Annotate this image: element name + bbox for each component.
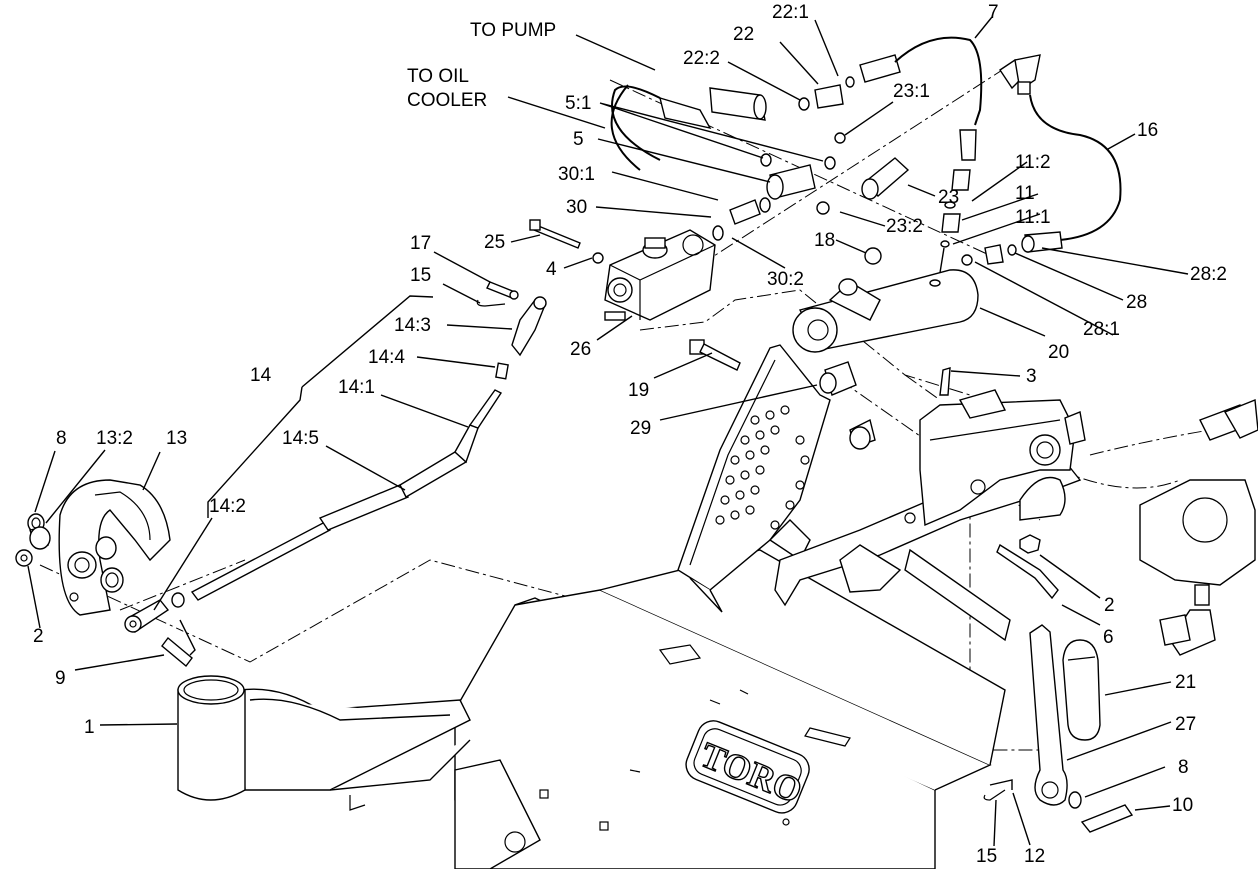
tractor-frame: TORO bbox=[454, 549, 1006, 869]
label-30-1: 30:1 bbox=[558, 164, 595, 185]
label-27: 27 bbox=[1175, 714, 1196, 735]
label-13: 13 bbox=[166, 428, 187, 449]
label-11-1: 11:1 bbox=[1015, 207, 1051, 228]
label-17: 17 bbox=[410, 233, 431, 254]
label-29: 29 bbox=[630, 418, 651, 439]
label-23-1: 23:1 bbox=[893, 81, 930, 102]
fitting-22-hose-7 bbox=[798, 36, 1041, 126]
label-14-4: 14:4 bbox=[368, 347, 405, 368]
label-26: 26 bbox=[570, 339, 591, 360]
callout-labels: TO PUMP TO OIL COOLER 22:1 7 22 22:2 23:… bbox=[33, 2, 1227, 867]
label-1: 1 bbox=[84, 717, 95, 738]
label-2-left: 2 bbox=[33, 626, 44, 647]
label-14-5: 14:5 bbox=[282, 428, 319, 449]
label-21: 21 bbox=[1175, 672, 1196, 693]
label-8-left: 8 bbox=[56, 428, 67, 449]
label-7: 7 bbox=[988, 2, 999, 23]
hose-16-fitting-28 bbox=[961, 94, 1122, 266]
label-6: 6 bbox=[1103, 627, 1114, 648]
label-15-top: 15 bbox=[410, 265, 431, 286]
label-to-oil: TO OIL bbox=[407, 66, 469, 87]
label-11-2: 11:2 bbox=[1015, 152, 1051, 173]
label-14-3: 14:3 bbox=[394, 315, 431, 336]
label-10: 10 bbox=[1172, 795, 1193, 816]
part-1-tube-bracket bbox=[177, 675, 471, 811]
label-12: 12 bbox=[1024, 846, 1045, 867]
clip-18 bbox=[864, 247, 882, 265]
label-18: 18 bbox=[814, 230, 835, 251]
bushings-left bbox=[15, 513, 124, 593]
hydraulic-motor-context bbox=[1139, 399, 1258, 656]
label-5: 5 bbox=[573, 129, 584, 150]
bolt-25-washer-4 bbox=[529, 219, 604, 264]
label-22-1: 22:1 bbox=[772, 2, 809, 23]
label-28: 28 bbox=[1126, 292, 1147, 313]
pivot-arm-bracket bbox=[774, 367, 1086, 642]
bolt-19 bbox=[689, 339, 741, 371]
label-20: 20 bbox=[1048, 342, 1069, 363]
label-23-2: 23:2 bbox=[886, 216, 923, 237]
label-28-2: 28:2 bbox=[1190, 264, 1227, 285]
label-3: 3 bbox=[1026, 366, 1037, 387]
part-13-bracket bbox=[58, 479, 171, 616]
part-14-control-rod bbox=[124, 296, 547, 668]
label-28-1: 28:1 bbox=[1083, 319, 1120, 340]
label-14-1: 14:1 bbox=[338, 377, 375, 398]
label-5-1: 5:1 bbox=[565, 93, 591, 114]
label-19: 19 bbox=[628, 380, 649, 401]
label-13-2: 13:2 bbox=[96, 428, 133, 449]
label-11: 11 bbox=[1015, 183, 1035, 204]
pin-and-clip-top bbox=[476, 281, 519, 307]
label-25: 25 bbox=[484, 232, 505, 253]
label-15-bottom: 15 bbox=[976, 846, 997, 867]
leader-lines bbox=[27, 16, 1189, 847]
label-23: 23 bbox=[938, 187, 959, 208]
label-22-2: 22:2 bbox=[683, 48, 720, 69]
fitting-11 bbox=[937, 129, 977, 286]
label-16: 16 bbox=[1137, 120, 1158, 141]
label-4: 4 bbox=[546, 259, 557, 280]
pedal-21-arm-27 bbox=[983, 624, 1134, 833]
hoses-to-pump bbox=[610, 84, 767, 171]
label-to-pump: TO PUMP bbox=[470, 20, 556, 41]
label-8-right: 8 bbox=[1178, 757, 1189, 778]
valve-fittings bbox=[712, 132, 910, 241]
label-cooler: COOLER bbox=[407, 90, 487, 111]
label-2-right: 2 bbox=[1104, 595, 1115, 616]
label-22: 22 bbox=[733, 24, 754, 45]
label-30-2: 30:2 bbox=[767, 269, 804, 290]
label-14-2: 14:2 bbox=[209, 496, 246, 517]
part-20-lift-cylinder bbox=[792, 269, 979, 353]
label-14: 14 bbox=[250, 365, 272, 386]
label-30: 30 bbox=[566, 197, 587, 218]
nut-2-rod-6 bbox=[996, 534, 1059, 600]
label-9: 9 bbox=[55, 668, 66, 689]
part-29-pivot-plate bbox=[677, 344, 876, 613]
part-26-control-valve bbox=[604, 229, 716, 321]
